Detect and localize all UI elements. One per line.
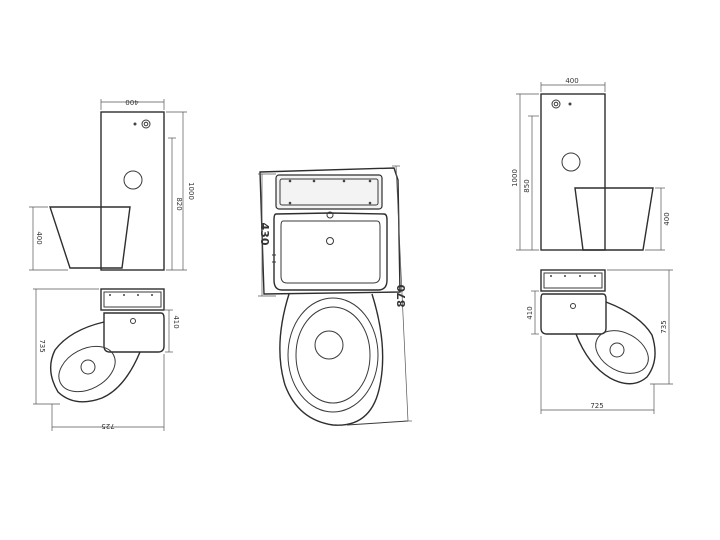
right-height-total-label: 1000 [511,169,519,187]
left-plan-depth-basin-label: 410 [172,315,180,328]
center-total-depth-label: 870 [395,284,408,307]
center-basin-outer [273,212,388,291]
center-basin-drain [326,237,334,245]
left-plan-bowl [50,321,141,403]
right-bowl-height-label: 400 [663,212,671,225]
left-plan-tank [100,288,165,311]
left-width-label: 400 [125,98,138,106]
right-tank-body [540,93,606,251]
left-plan-width-total-label: 725 [101,422,114,430]
center-bowl-drain [314,330,344,360]
right-bowl [574,187,654,251]
left-bowl-height-label: 400 [35,231,43,244]
left-height-total-label: 1000 [187,182,195,200]
right-flush-button [561,152,581,172]
right-height-tank-label: 850 [523,179,531,192]
right-width-label: 400 [565,77,578,85]
right-plan-width-total-label: 725 [590,402,603,410]
center-plan-view: 430 870 [258,165,412,426]
left-elevation-view: 400 1000 820 400 [29,98,195,271]
right-plan-depth-total-label: 735 [660,320,668,333]
right-plan-tank [540,269,606,292]
center-bowl-outer [279,293,384,426]
left-control-knob [141,119,151,129]
right-plan-view: 410 735 725 [526,269,673,414]
right-plan-basin [540,293,607,335]
right-elevation-view: 400 1000 850 400 [511,77,671,251]
left-plan-basin [103,312,165,353]
left-bowl [49,206,131,269]
center-tank-lid [275,174,383,210]
left-plan-view: 410 735 725 [33,288,180,431]
left-height-tank-label: 820 [175,197,183,210]
left-tank-body [100,111,165,271]
right-control-knob [551,99,561,109]
center-bowl-inner [295,306,371,404]
center-basin-depth-label: 430 [258,223,271,246]
center-basin-inner [280,220,381,284]
left-plan-depth-total-label: 735 [38,339,46,352]
right-plan-depth-basin-label: 410 [526,306,534,319]
right-plan-bowl [575,301,656,385]
left-flush-button [123,170,143,190]
center-bowl-rim [287,297,379,413]
